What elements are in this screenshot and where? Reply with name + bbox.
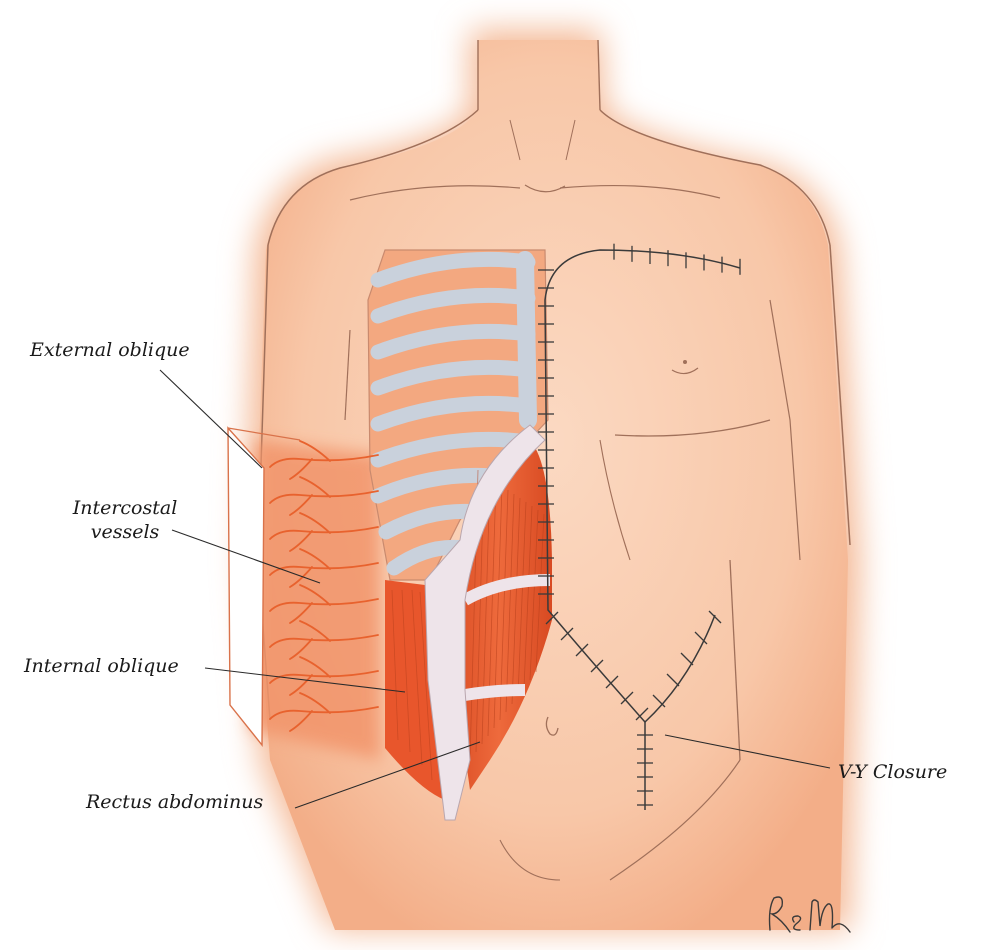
label-vy-closure: V-Y Closure	[838, 761, 948, 783]
muscle-fiber	[499, 489, 509, 721]
vessel-twig	[299, 692, 331, 714]
muscle-fiber	[511, 497, 521, 705]
vessel-twig	[299, 476, 331, 498]
vessel-twig	[289, 458, 313, 480]
vessel-twig	[299, 512, 331, 534]
rib	[370, 359, 536, 396]
rib	[370, 395, 536, 432]
vessel-twig	[289, 710, 313, 732]
label-intercostal-line2: vessels	[90, 521, 160, 543]
rib	[370, 431, 536, 468]
label-internal-oblique: Internal oblique	[24, 655, 179, 677]
muscle-fiber	[529, 509, 539, 681]
suture-stitch	[666, 673, 680, 687]
vessel-branch	[269, 454, 379, 468]
vessel-branch	[269, 490, 379, 504]
vessel-twig	[289, 674, 313, 696]
vessel-twig	[299, 584, 331, 606]
suture-stitch	[560, 627, 574, 641]
muscle-fiber	[505, 493, 515, 713]
vessel-twig	[299, 548, 331, 570]
suture-stitch	[605, 675, 619, 689]
muscle-fiber	[517, 501, 527, 697]
leader-vy	[664, 734, 831, 769]
suture-stitch	[708, 610, 722, 624]
internal-oblique-muscle	[385, 580, 445, 800]
vessel-twig	[299, 656, 331, 678]
vessel-twig	[299, 620, 331, 642]
vessel-branch	[269, 634, 379, 648]
suture-stitch	[590, 659, 604, 673]
suture-stitch	[652, 694, 666, 708]
vessel-branch	[269, 670, 379, 684]
label-intercostal-vessels: Intercostal vessels	[50, 496, 200, 544]
vessel-branch	[269, 706, 379, 720]
label-external-oblique: External oblique	[30, 339, 190, 361]
rib	[370, 251, 536, 288]
suture-stitch	[620, 691, 634, 705]
suture-stitch	[680, 652, 694, 666]
vessel-twig	[289, 530, 313, 552]
rib	[370, 287, 536, 324]
suture-stitch	[575, 643, 589, 657]
muscle-fiber	[481, 477, 491, 745]
muscle-fiber	[523, 505, 533, 689]
vessel-twig	[289, 638, 313, 660]
vessel-twig	[289, 602, 313, 624]
fascia	[424, 424, 546, 821]
vessel-twig	[299, 440, 331, 462]
suture-stitch	[545, 611, 559, 625]
leader-lines	[159, 369, 831, 809]
vessel-twig	[289, 494, 313, 516]
leader-rectus	[294, 741, 481, 809]
leader-external-oblique	[159, 369, 263, 469]
label-intercostal-line1: Intercostal	[72, 497, 178, 519]
vessel-branch	[269, 598, 379, 612]
artist-signature	[768, 896, 851, 933]
rib	[370, 323, 536, 360]
vessel-branch	[269, 526, 379, 540]
leader-intercostal	[171, 529, 321, 584]
suture-stitch	[694, 631, 708, 645]
leader-internal-oblique	[204, 667, 406, 693]
vessel-branch	[269, 562, 379, 576]
intercostal-vessels	[269, 440, 379, 732]
suture-stitch	[635, 707, 649, 721]
vy-closure-incision	[538, 243, 741, 810]
vessel-twig	[289, 566, 313, 588]
label-rectus-abdominus: Rectus abdominus	[86, 791, 264, 813]
skin-flap	[227, 426, 380, 760]
